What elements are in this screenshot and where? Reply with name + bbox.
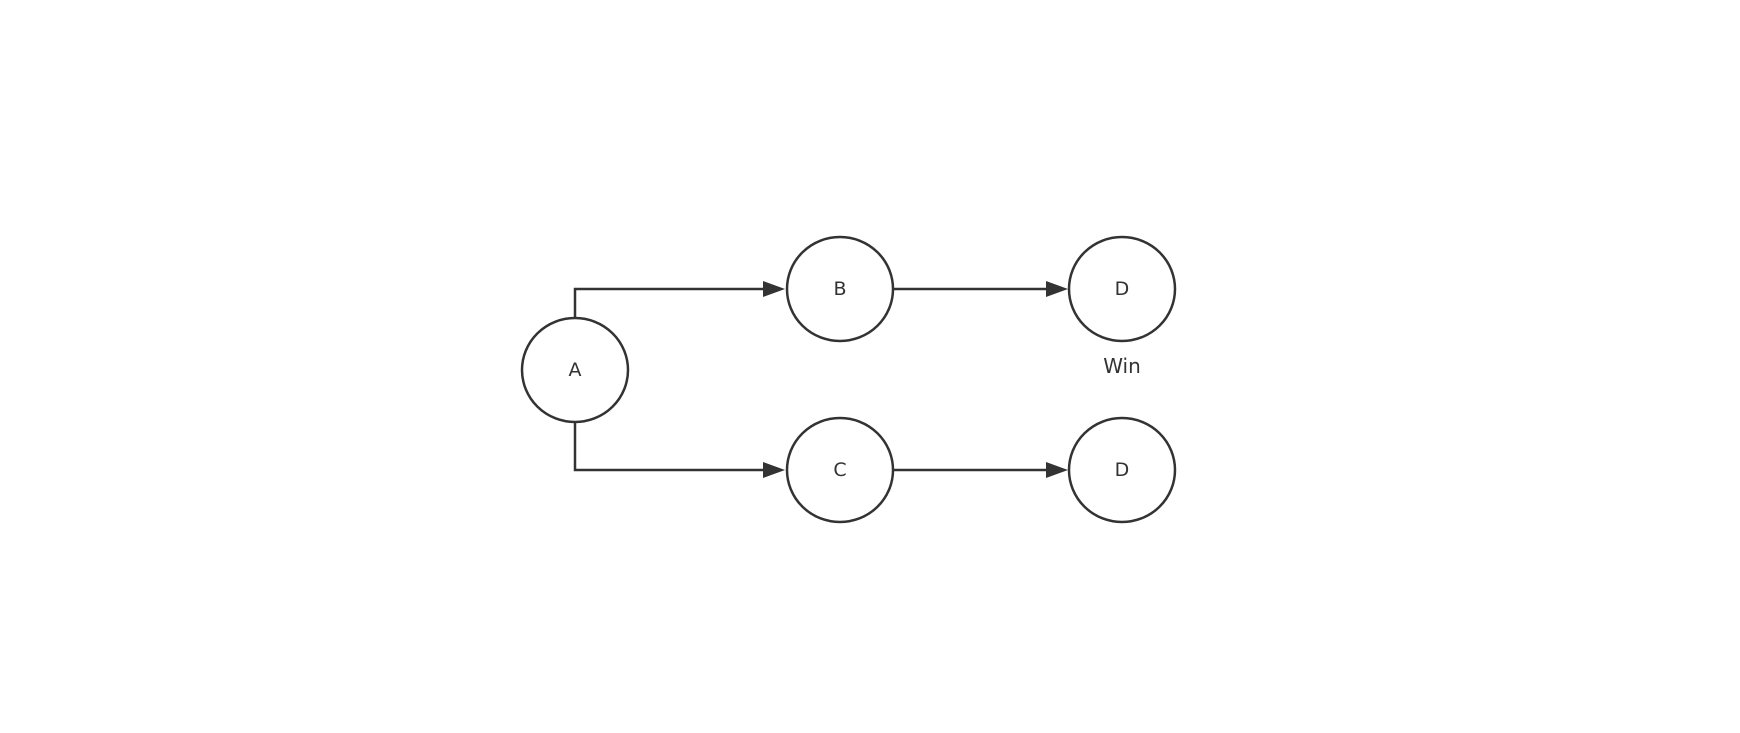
node-d-bottom[interactable]: D	[1067, 416, 1177, 524]
edge-a-to-c	[573, 422, 768, 472]
node-d-bottom-label: D	[1115, 459, 1130, 481]
arrowhead-a-to-b	[763, 281, 785, 297]
node-c[interactable]: C	[785, 416, 895, 524]
node-a-circle	[520, 316, 630, 424]
edges	[573, 281, 1068, 478]
node-a[interactable]: A	[520, 316, 630, 424]
node-d-top-label: D	[1115, 278, 1130, 300]
edge-a-to-b	[573, 287, 768, 318]
node-c-circle	[785, 416, 895, 524]
node-d-bottom-circle	[1067, 416, 1177, 524]
arrowhead-a-to-c	[763, 462, 785, 478]
arrowhead-b-to-d-top	[1046, 281, 1068, 297]
node-b-label: B	[833, 278, 846, 300]
node-b-circle	[785, 235, 895, 343]
node-d-top-circle	[1067, 235, 1177, 343]
node-a-label: A	[569, 359, 582, 381]
win-annotation: Win	[1103, 354, 1141, 378]
node-d-top[interactable]: D	[1067, 235, 1177, 343]
node-b[interactable]: B	[785, 235, 895, 343]
node-c-label: C	[833, 459, 846, 481]
arrowhead-c-to-d-bottom	[1046, 462, 1068, 478]
